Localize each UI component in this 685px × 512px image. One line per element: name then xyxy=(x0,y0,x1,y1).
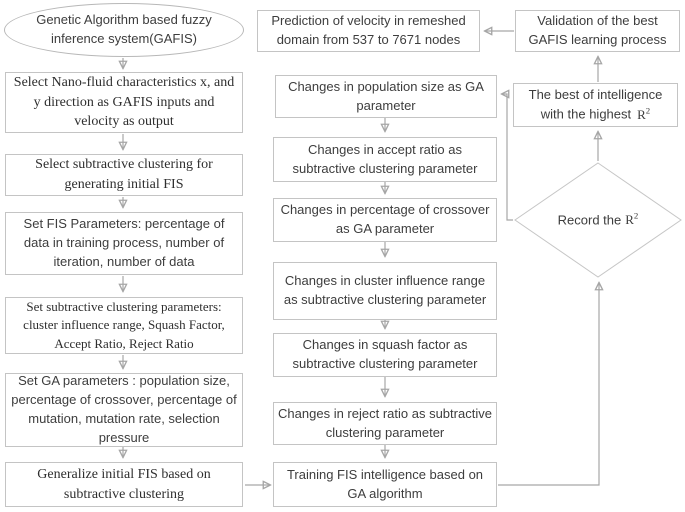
node-validation: Validation of the best GAFIS learning pr… xyxy=(515,10,680,52)
node-training: Training FIS intelligence based on GA al… xyxy=(273,462,497,507)
node-set-ga-params: Set GA parameters : population size, per… xyxy=(5,373,243,447)
node-gafis-ellipse: Genetic Algorithm based fuzzy inference … xyxy=(4,3,244,57)
node-changes-accept: Changes in accept ratio as subtractive c… xyxy=(273,137,497,182)
node-changes-crossover: Changes in percentage of crossover as GA… xyxy=(273,198,497,242)
arrow-diamond-to-population xyxy=(502,94,513,221)
node-select-nanofluid: Select Nano-fluid characteristics x, and… xyxy=(5,72,243,133)
best-intelligence-label: The best of intelligence with the highes… xyxy=(518,86,673,125)
node-changes-population: Changes in population size as GA paramet… xyxy=(275,75,497,118)
node-set-clustering-params: Set subtractive clustering parameters: c… xyxy=(5,297,243,354)
node-best-intelligence: The best of intelligence with the highes… xyxy=(513,83,678,127)
r-squared-symbol: R2 xyxy=(625,210,639,228)
node-select-clustering: Select subtractive clustering for genera… xyxy=(5,154,243,196)
node-changes-squash: Changes in squash factor as subtractive … xyxy=(273,333,497,377)
node-prediction: Prediction of velocity in remeshed domai… xyxy=(257,10,480,52)
record-r2-diamond-shape xyxy=(514,162,682,278)
node-set-fis-params: Set FIS Parameters: percentage of data i… xyxy=(5,212,243,275)
record-r2-text: Record the xyxy=(557,212,622,228)
node-generalize-fis: Generalize initial FIS based on subtract… xyxy=(5,462,243,507)
best-intelligence-text: The best of intelligence with the highes… xyxy=(528,86,663,122)
r-squared-symbol: R2 xyxy=(637,105,651,122)
node-changes-cluster-influence: Changes in cluster influence range as su… xyxy=(273,262,497,320)
node-changes-reject: Changes in reject ratio as subtractive c… xyxy=(273,402,497,445)
arrow-training-to-diamond xyxy=(498,283,599,486)
